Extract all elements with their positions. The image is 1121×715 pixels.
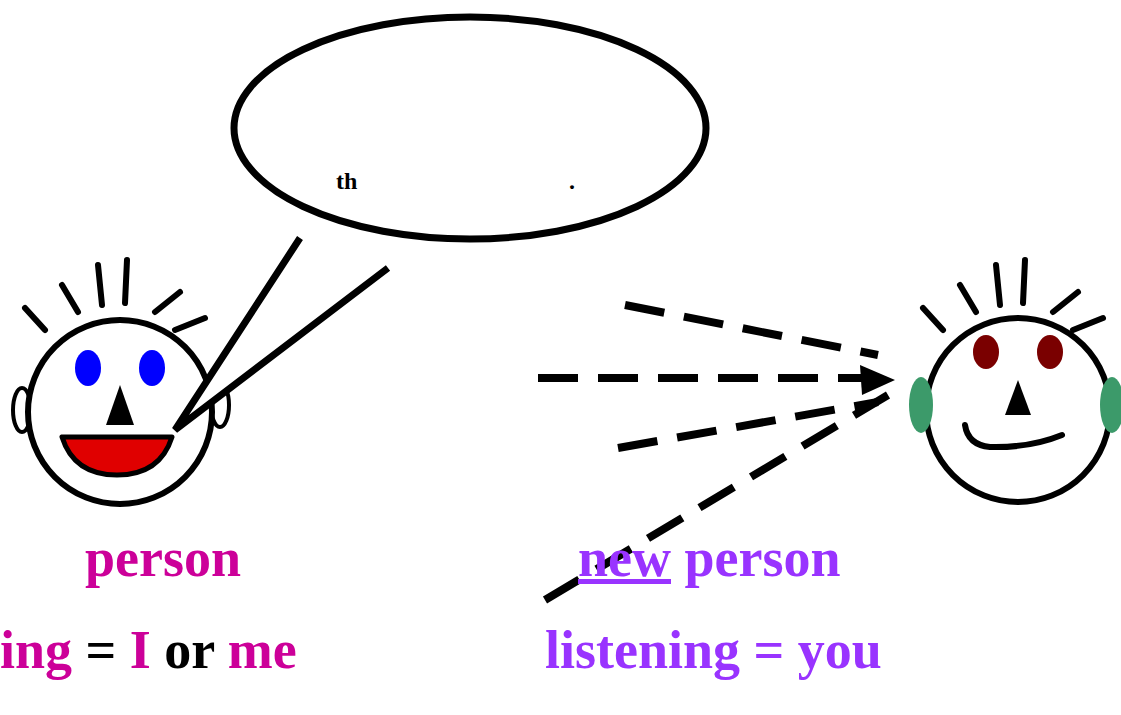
caption-label: listening = you [545,620,882,680]
caption-label: ing = I or me [0,620,297,680]
listener-face [909,260,1121,502]
bubble-text: th [336,168,357,195]
bubble-outline [230,13,710,243]
caption-label: person [85,528,241,588]
bubble-text: . [569,168,575,195]
caption-label: new person [578,528,841,588]
sound-lines [538,305,888,600]
speaker-face [13,260,229,504]
arrow-head [860,365,895,395]
speech-bubble: th. [230,13,710,243]
